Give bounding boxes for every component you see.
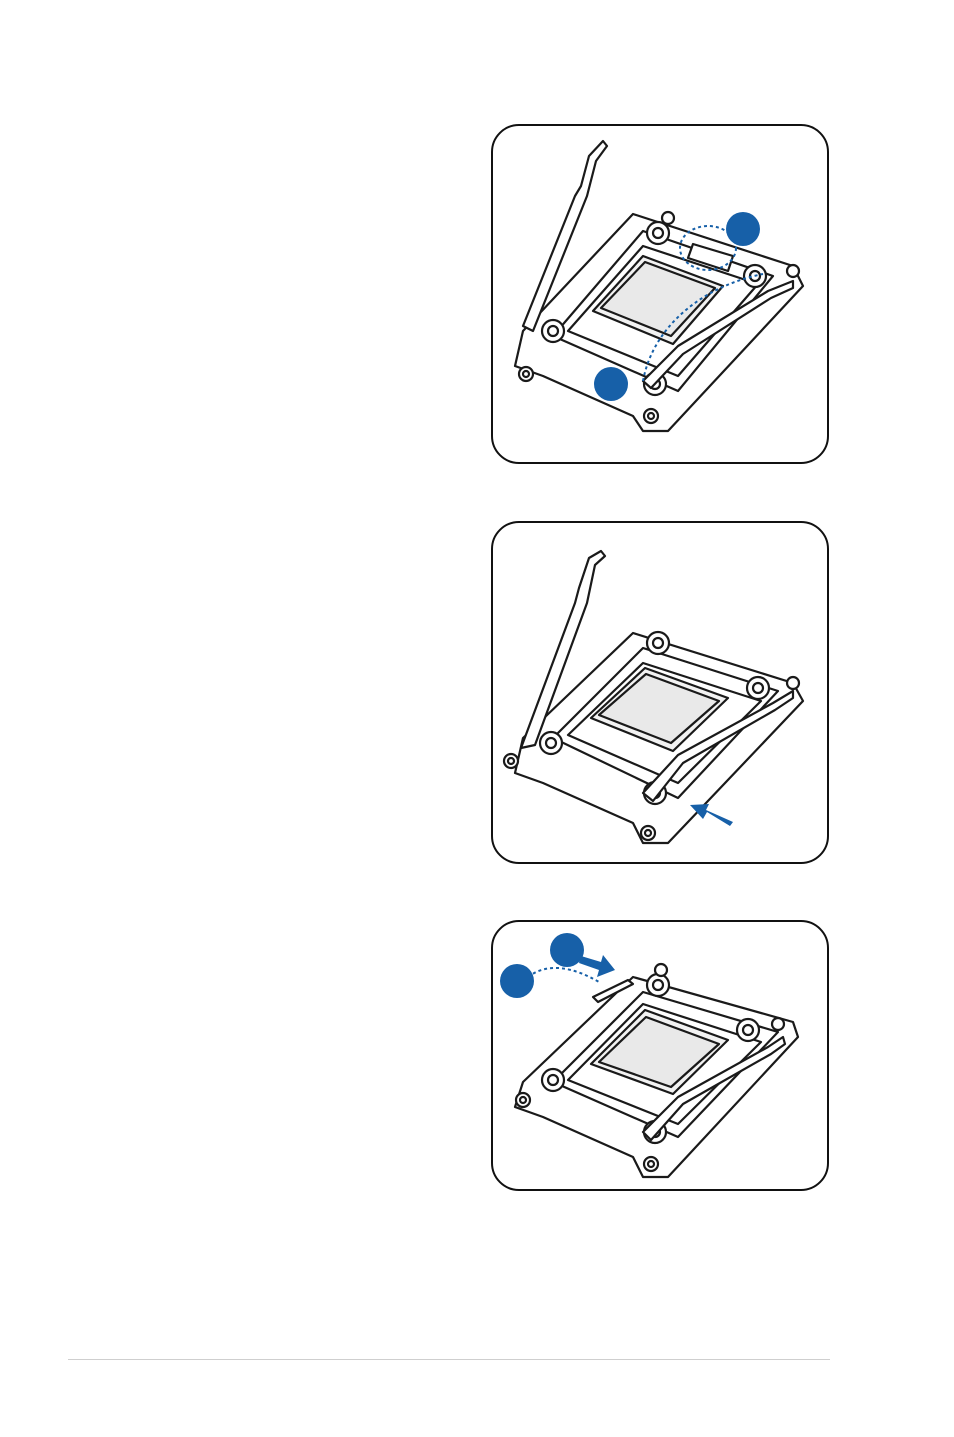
footer-divider [68, 1359, 830, 1360]
direction-arrow [579, 955, 615, 977]
cpu-socket-illustration [493, 126, 831, 466]
direction-arrow [690, 804, 733, 826]
step-2-figure [491, 521, 829, 864]
cpu-socket-illustration [493, 922, 831, 1193]
callout-marker [550, 933, 584, 967]
step-3-figure [491, 920, 829, 1191]
callout-marker [726, 212, 760, 246]
callout-marker [594, 367, 628, 401]
callout-marker [500, 964, 534, 998]
cpu-socket-illustration [493, 523, 831, 866]
step-1-figure [491, 124, 829, 464]
